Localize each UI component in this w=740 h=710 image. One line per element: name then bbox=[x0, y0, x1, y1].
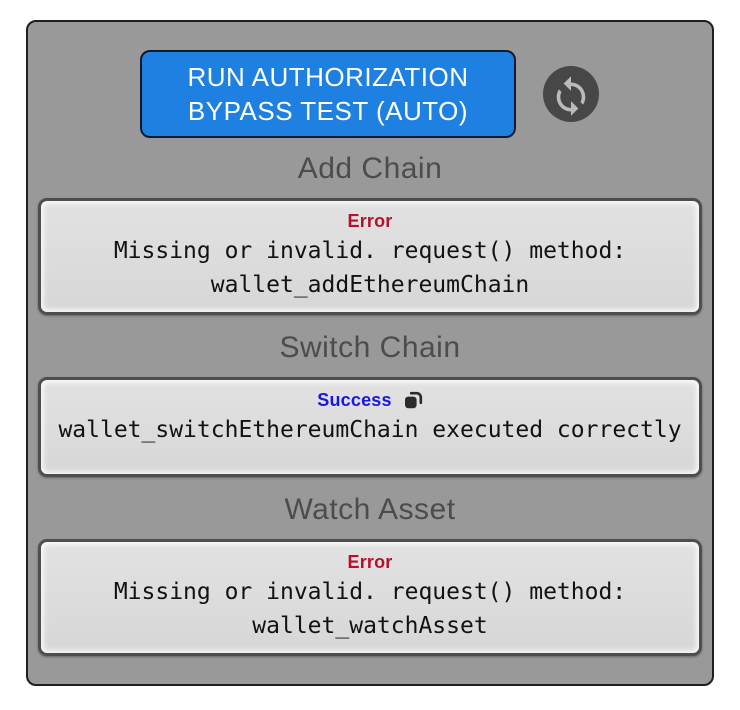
run-authorization-bypass-test-button[interactable]: RUN AUTHORIZATION BYPASS TEST (AUTO) bbox=[140, 50, 516, 138]
sync-icon bbox=[542, 65, 600, 123]
status-label-error: Error bbox=[347, 551, 393, 572]
refresh-button[interactable] bbox=[542, 65, 600, 123]
section-switch-chain: Switch Chain Success wallet_switchEthere… bbox=[36, 331, 704, 477]
result-message: Missing or invalid. request() method: wa… bbox=[113, 238, 627, 298]
status-label-success: Success bbox=[317, 389, 392, 410]
section-title-add-chain: Add Chain bbox=[297, 152, 443, 185]
section-add-chain: Add Chain Error Missing or invalid. requ… bbox=[36, 152, 704, 315]
copy-icon bbox=[402, 391, 423, 414]
result-card-add-chain: Error Missing or invalid. request() meth… bbox=[38, 198, 702, 315]
result-message: wallet_switchEthereumChain executed corr… bbox=[58, 417, 682, 443]
status-row: Success bbox=[51, 388, 689, 412]
result-message: Missing or invalid. request() method: wa… bbox=[113, 579, 627, 639]
status-label-error: Error bbox=[347, 210, 393, 231]
copy-result-button[interactable] bbox=[402, 390, 423, 411]
result-card-switch-chain: Success wallet_switchEthereumChain execu… bbox=[38, 377, 702, 477]
status-row: Error bbox=[51, 550, 689, 574]
result-card-watch-asset: Error Missing or invalid. request() meth… bbox=[38, 539, 702, 656]
status-row: Error bbox=[51, 209, 689, 233]
header-row: RUN AUTHORIZATION BYPASS TEST (AUTO) bbox=[36, 50, 704, 138]
test-panel: RUN AUTHORIZATION BYPASS TEST (AUTO) Add… bbox=[26, 20, 714, 686]
section-title-watch-asset: Watch Asset bbox=[284, 493, 456, 526]
section-title-switch-chain: Switch Chain bbox=[279, 331, 461, 364]
section-watch-asset: Watch Asset Error Missing or invalid. re… bbox=[36, 493, 704, 656]
